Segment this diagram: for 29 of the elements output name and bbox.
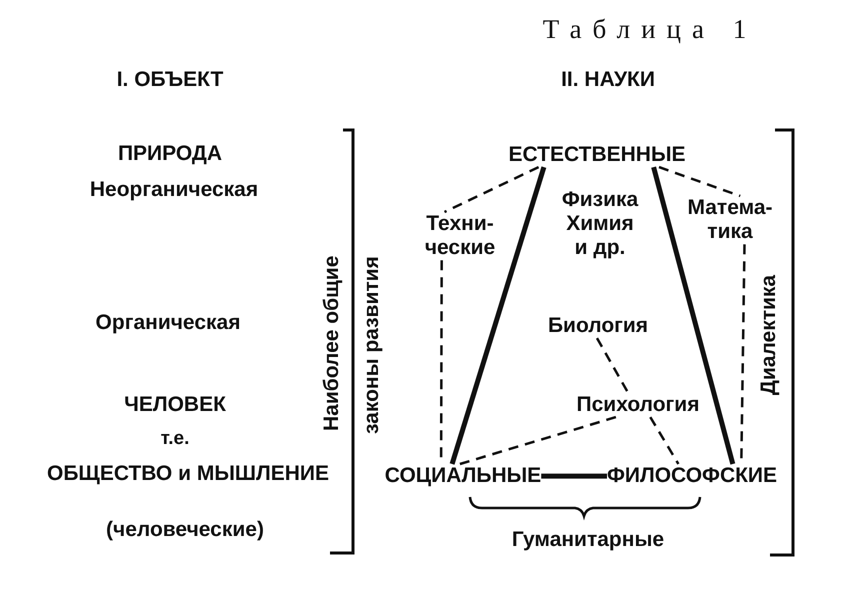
text-label: Физика Химия и др. xyxy=(562,188,638,260)
dashed-line xyxy=(658,166,741,198)
dashed-line xyxy=(460,416,616,466)
node-label: ФИЛОСОФСКИЕ xyxy=(606,464,778,488)
thick-line xyxy=(651,166,736,465)
vertical-label: Наиболее общие законы развития xyxy=(319,256,384,434)
column-heading: I. ОБЪЕКТ xyxy=(116,68,224,92)
thick-line xyxy=(541,474,607,479)
node-label: Техни- ческие xyxy=(424,212,496,260)
dashed-line xyxy=(649,416,680,465)
text-label: Органическая xyxy=(96,311,240,336)
table-title: Таблица 1 xyxy=(542,14,758,46)
node-label: ЕСТЕСТВЕННЫЕ xyxy=(508,143,686,168)
node-label: Психология xyxy=(576,393,700,418)
column-heading: II. НАУКИ xyxy=(561,68,655,92)
vertical-label: Диалектика xyxy=(756,274,781,396)
node-label: Биология xyxy=(548,314,648,338)
text-label: Гуманитарные xyxy=(512,528,664,552)
text-label: т.е. xyxy=(160,428,190,450)
text-label: ОБЩЕСТВО и МЫШЛЕНИЕ xyxy=(46,462,330,486)
text-label: (человеческие) xyxy=(106,518,264,542)
text-label: ЧЕЛОВЕК xyxy=(124,393,226,418)
node-label: Матема- тика xyxy=(687,196,773,244)
text-label: ПРИРОДА xyxy=(118,142,222,166)
text-label: Неорганическая xyxy=(90,178,258,202)
dashed-line xyxy=(596,337,630,394)
dashed-line xyxy=(444,166,540,214)
node-label: СОЦИАЛЬНЫЕ xyxy=(384,464,542,488)
thick-line xyxy=(450,166,546,465)
